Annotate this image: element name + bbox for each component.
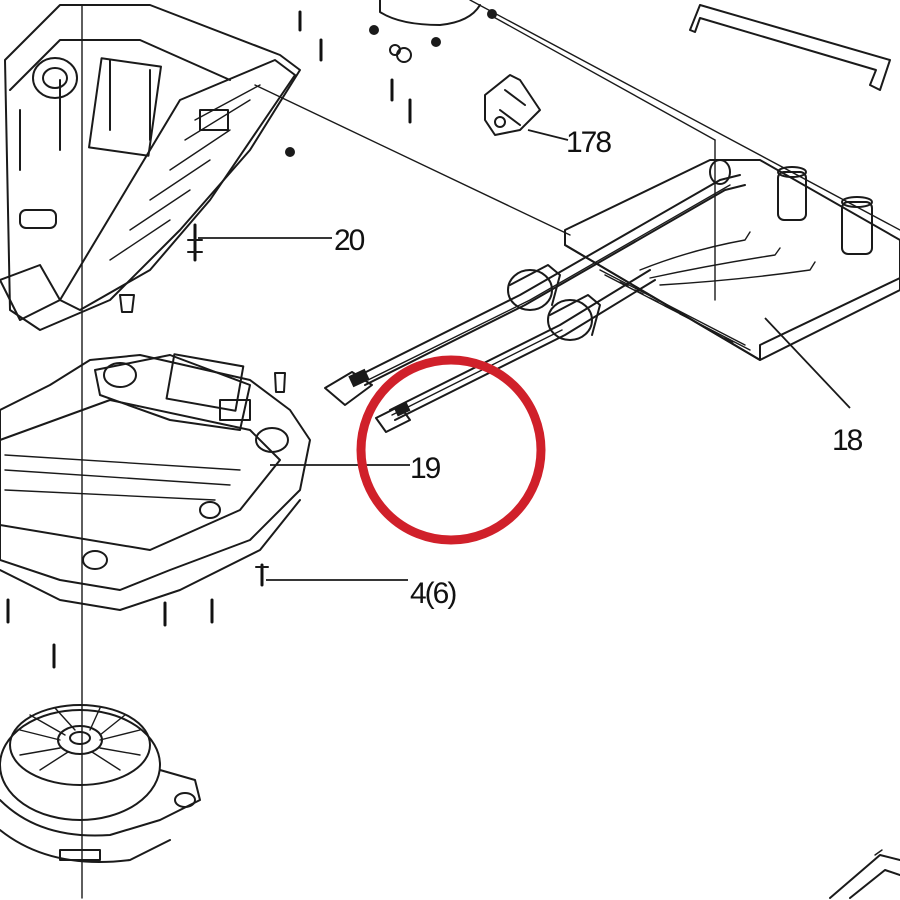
callout-18: 18 xyxy=(832,424,863,457)
callout-20: 20 xyxy=(334,224,365,257)
callout-4-6: 4(6) xyxy=(410,577,456,610)
part-19-housing-tray: 19 xyxy=(0,353,443,611)
part-178-bracket: 178 xyxy=(484,74,613,159)
highlight-circle xyxy=(356,355,546,545)
part-18-circuit-board: 18 xyxy=(564,159,900,457)
part-20-fastener: 20 xyxy=(187,223,367,262)
construction-lines xyxy=(81,0,900,899)
part-4-screws: 4(6) xyxy=(6,563,458,669)
corner-part-fragment xyxy=(829,849,900,899)
top-hardware xyxy=(119,0,497,393)
upper-housing xyxy=(0,4,301,331)
callout-178: 178 xyxy=(566,126,611,159)
lever-arm xyxy=(689,4,891,91)
motor-assembly xyxy=(0,704,201,863)
wire-harness xyxy=(324,174,746,433)
callout-19: 19 xyxy=(410,452,441,485)
